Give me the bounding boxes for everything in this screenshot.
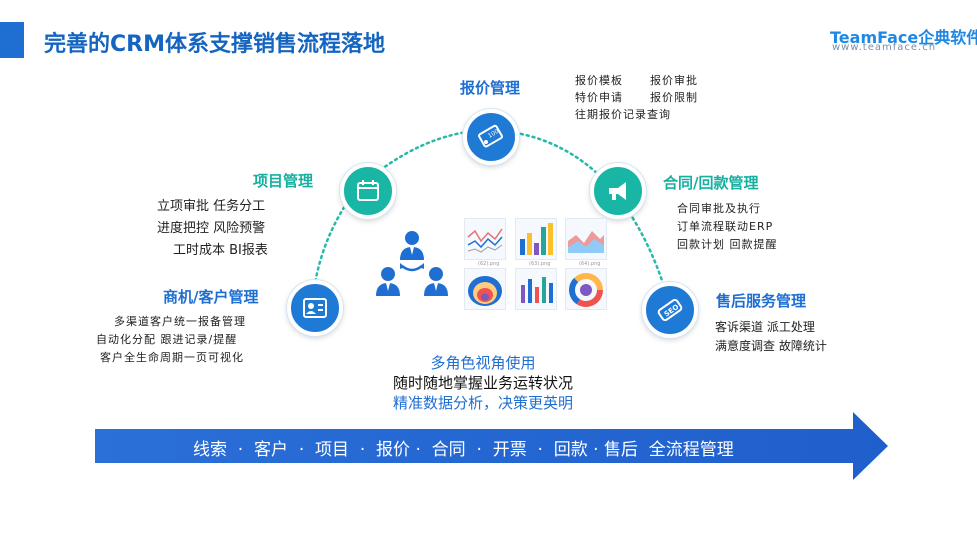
- project-detail-3: 工时成本 BI报表: [173, 243, 268, 258]
- thumb-caption-3: (64).png: [579, 261, 601, 267]
- contract-title: 合同/回款管理: [663, 174, 759, 192]
- service-detail-2: 满意度调查 故障统计: [715, 339, 827, 353]
- price-tag-icon: 100: [478, 124, 503, 148]
- quote-detail-2: 报价审批: [650, 74, 698, 87]
- area-chart-thumbnail: [565, 218, 607, 260]
- opportunity-title: 商机/客户管理: [163, 288, 259, 306]
- project-detail-2: 进度把控 风险预警: [157, 221, 266, 236]
- donut-chart-thumbnail: [565, 268, 607, 310]
- bar-chart-thumbnail: [515, 218, 557, 260]
- header-accent-bar: [0, 22, 24, 58]
- center-subline: 随时随地掌握业务运转状况: [392, 374, 573, 392]
- contract-detail-3: 回款计划 回款提醒: [677, 238, 778, 251]
- service-detail-1: 客诉渠道 派工处理: [715, 320, 815, 334]
- project-detail-1: 立项审批 任务分工: [157, 199, 266, 214]
- seo-tag-icon: SEO: [657, 298, 683, 322]
- calendar-icon: [357, 180, 379, 201]
- opportunity-detail-3: 客户全生命周期一页可视化: [100, 351, 244, 364]
- contract-detail-1: 合同审批及执行: [677, 202, 761, 215]
- line-chart-thumbnail: [464, 218, 506, 260]
- flow-arrow-text: 线索 · 客户 · 项目 · 报价 · 合同 · 开票 · 回款 · 售后 全流…: [193, 440, 734, 460]
- project-title: 项目管理: [253, 172, 314, 190]
- contact-card-icon: [303, 298, 327, 318]
- quote-detail-3: 特价申请: [575, 91, 623, 104]
- quote-title: 报价管理: [460, 79, 521, 97]
- thumb-caption-1: (62).png: [478, 261, 500, 267]
- opportunity-node: [287, 280, 343, 336]
- contract-detail-2: 订单流程联动ERP: [677, 220, 774, 233]
- quote-detail-4: 报价限制: [650, 91, 698, 104]
- quote-detail-1: 报价模板: [575, 74, 623, 87]
- slide-title: 完善的CRM体系支撑销售流程落地: [44, 32, 385, 57]
- opportunity-detail-1: 多渠道客户统一报备管理: [114, 315, 246, 328]
- contract-node: [590, 163, 646, 219]
- service-node: SEO: [642, 282, 698, 338]
- megaphone-icon: [609, 182, 626, 200]
- candle-chart-thumbnail: [515, 268, 557, 310]
- svg-text:100: 100: [487, 128, 501, 140]
- center-headline: 多角色视角使用: [430, 354, 536, 372]
- brand-logo: TeamFace企典软件: [830, 28, 977, 47]
- project-node: [340, 163, 396, 219]
- quote-detail-5: 往期报价记录查询: [575, 108, 671, 121]
- team-hierarchy-icon: [376, 231, 448, 296]
- quote-node: 100: [463, 109, 519, 165]
- flow-arrow: [95, 412, 888, 480]
- service-title: 售后服务管理: [716, 292, 807, 310]
- thumb-caption-2: (63).png: [529, 261, 551, 267]
- brand-url: www.teamface.cn: [832, 42, 937, 53]
- opportunity-detail-2: 自动化分配 跟进记录/提醒: [96, 333, 238, 346]
- funnel-chart-thumbnail: [464, 268, 506, 310]
- center-tagline: 精准数据分析，决策更英明: [392, 394, 573, 412]
